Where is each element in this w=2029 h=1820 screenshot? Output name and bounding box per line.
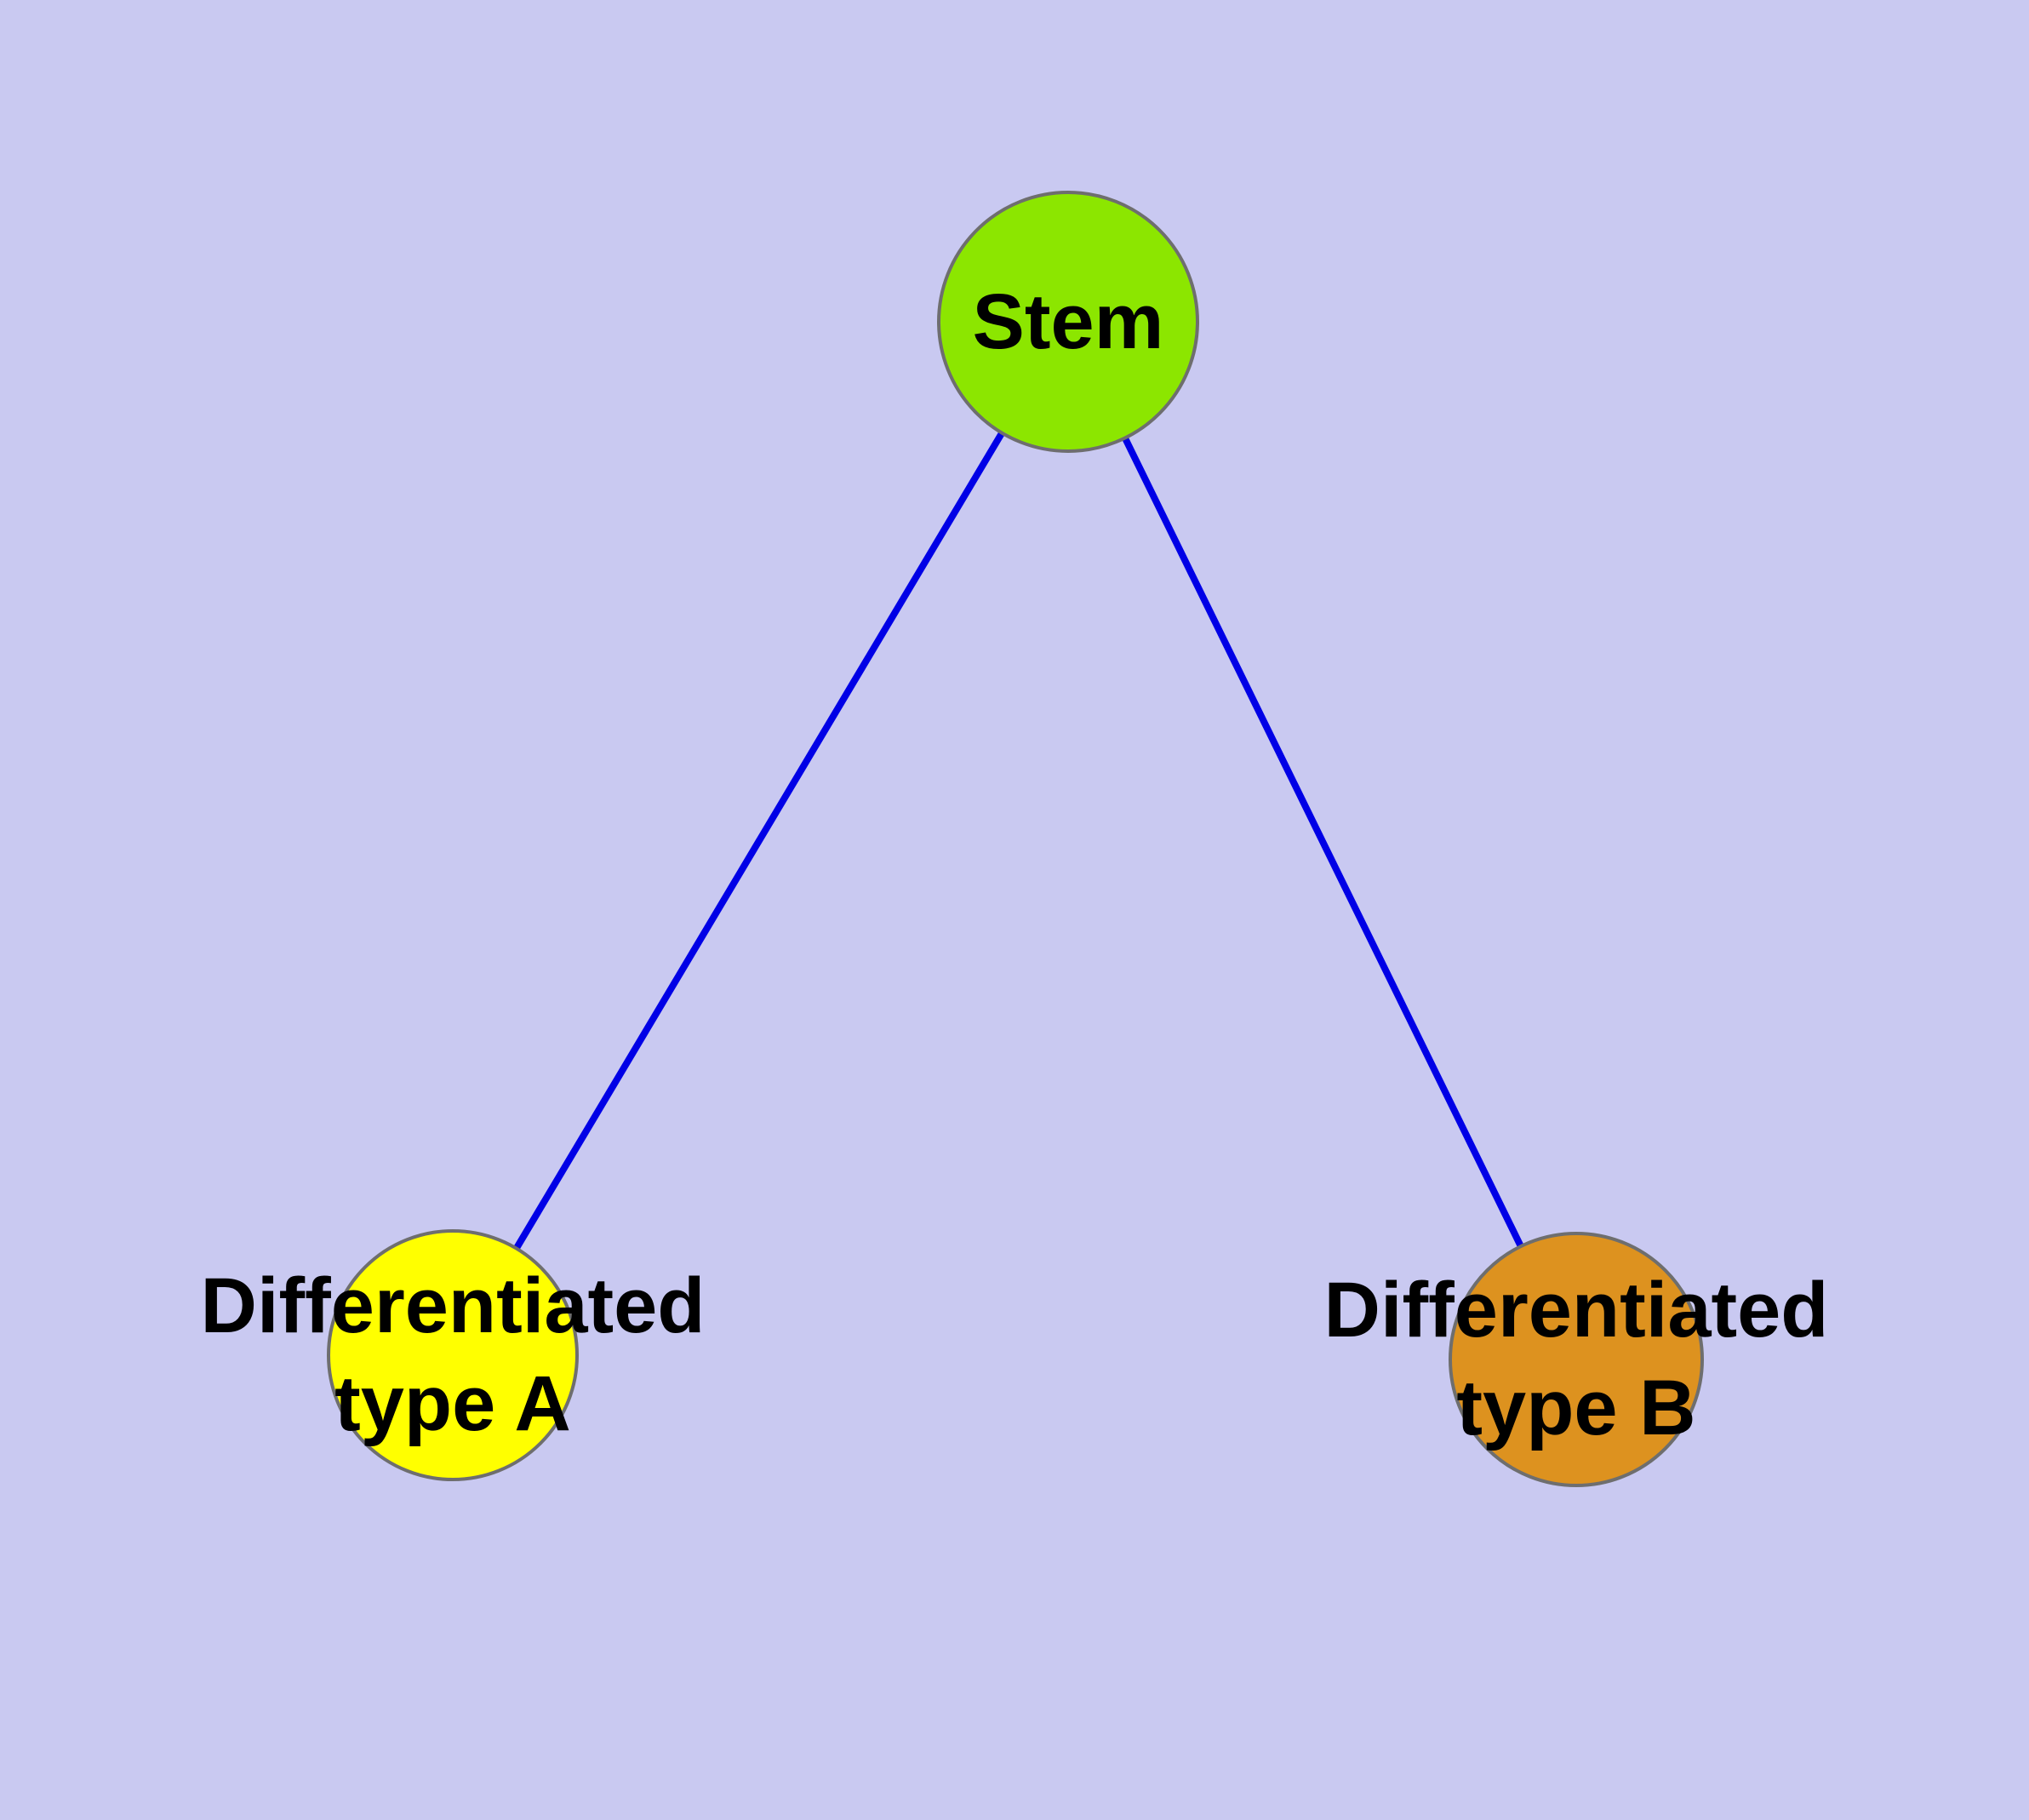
node-differentiated-type-a [327,1229,579,1481]
node-stem: Stem [937,191,1199,453]
edge-stem-to-type-a [449,318,1072,1359]
edge-stem-to-type-b [1065,318,1580,1363]
node-stem-label: Stem [972,278,1164,365]
node-differentiated-type-b [1449,1232,1704,1487]
